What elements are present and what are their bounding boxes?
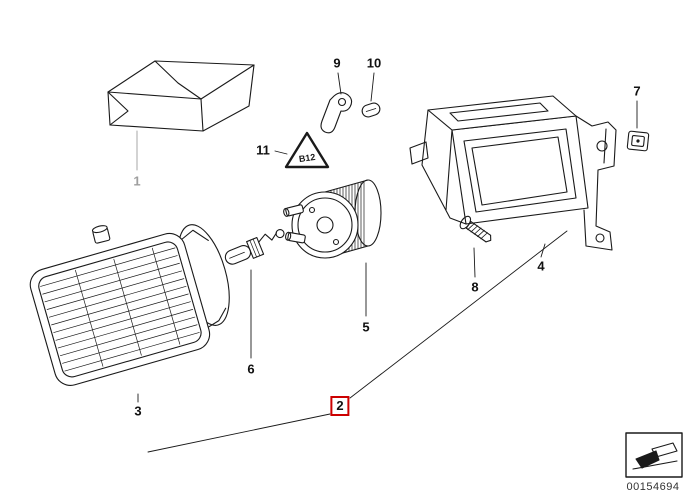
screw-sketch: [459, 215, 492, 243]
leader-lines: [136, 72, 638, 453]
part-label-9[interactable]: 9: [333, 55, 341, 71]
stamp-box: [625, 432, 683, 478]
part-label-5[interactable]: 5: [362, 319, 370, 335]
clip-sketch: [361, 102, 381, 118]
square-nut-sketch: [626, 130, 650, 152]
fog-lamp-lens-sketch: [29, 225, 211, 386]
hook-bracket-sketch: [320, 92, 353, 134]
part-label-3[interactable]: 3: [134, 403, 142, 419]
part-label-2-highlighted[interactable]: 2: [330, 396, 350, 416]
part-label-6[interactable]: 6: [247, 361, 255, 377]
part-label-11[interactable]: 11: [256, 142, 270, 158]
triangle-marking-text: B12: [298, 152, 316, 164]
lens-adjuster-knob: [91, 225, 111, 244]
part-label-7[interactable]: 7: [633, 83, 641, 99]
warning-triangle-sketch: B12: [284, 131, 330, 169]
diagram-code: 00154694: [626, 481, 680, 493]
part-label-10[interactable]: 10: [366, 55, 382, 71]
direction-arrow-icon: [632, 442, 678, 470]
igniter-unit-sketch: [283, 179, 382, 259]
package-sketch: [107, 60, 255, 132]
bulb-sketch: [224, 229, 285, 265]
part-label-1[interactable]: 1: [133, 173, 141, 189]
part-label-8[interactable]: 8: [471, 279, 479, 295]
part-label-4[interactable]: 4: [537, 258, 545, 274]
mount-housing-sketch: [409, 95, 617, 251]
